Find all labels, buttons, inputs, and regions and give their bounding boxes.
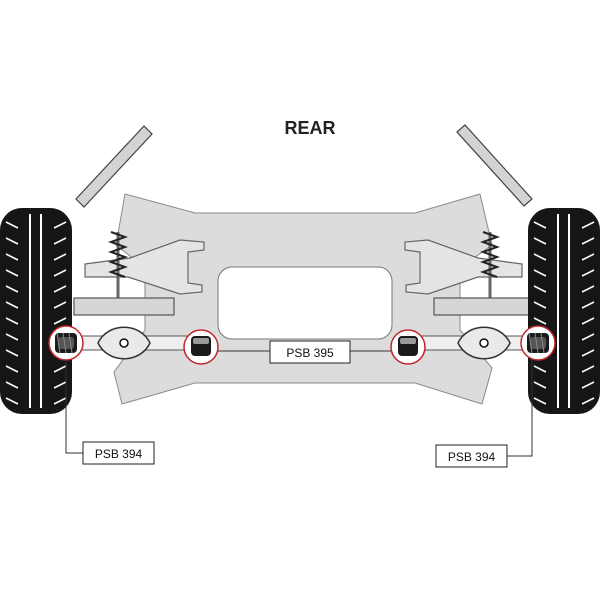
left-diagonal-strut	[75, 125, 153, 208]
left-label: PSB 394	[82, 441, 155, 465]
left-outer-bushing	[48, 325, 84, 361]
center-label: PSB 395	[269, 340, 351, 364]
rear-title: REAR	[284, 118, 335, 138]
right-upper-arm	[404, 239, 523, 295]
left-upper-arm	[84, 239, 205, 295]
left-tire	[0, 208, 72, 414]
svg-text:PSB 395: PSB 395	[286, 346, 334, 360]
right-diagonal-strut	[456, 124, 533, 207]
svg-text:PSB 394: PSB 394	[448, 450, 496, 464]
left-leader-line	[65, 360, 83, 454]
right-leader-line	[507, 360, 533, 457]
subframe-opening	[217, 266, 393, 340]
right-tire	[528, 208, 600, 414]
left-inner-bushing	[183, 329, 219, 365]
right-inner-bushing	[390, 329, 426, 365]
right-lower-plate	[433, 297, 535, 316]
svg-text:PSB 394: PSB 394	[95, 447, 143, 461]
left-lower-plate	[73, 297, 175, 316]
left-lower-link	[77, 326, 209, 360]
right-outer-bushing	[520, 325, 556, 361]
right-label: PSB 394	[435, 444, 508, 468]
